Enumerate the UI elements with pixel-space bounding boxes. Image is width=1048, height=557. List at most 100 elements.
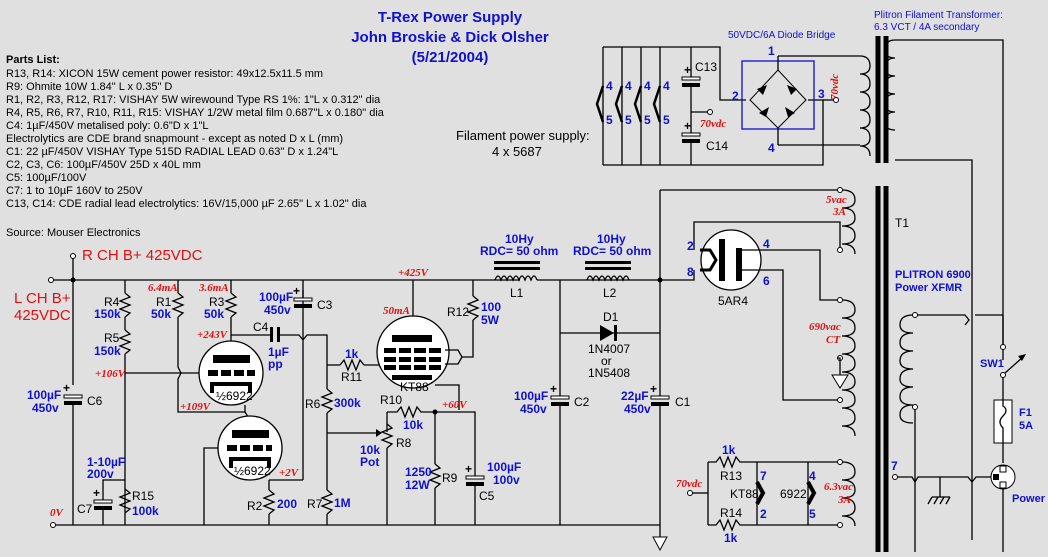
- socket-pin: 5: [625, 113, 632, 127]
- parts-source: Source: Mouser Electronics: [6, 227, 141, 239]
- r11: 1k R11: [327, 347, 384, 384]
- c5-value: 100µF: [487, 460, 521, 474]
- r11-name: R11: [341, 370, 362, 384]
- r14-value: 1k: [724, 531, 738, 545]
- l1-name: L1: [510, 286, 524, 300]
- d1-part-2: or: [601, 354, 612, 368]
- parts-line: C5: 100µF/100V: [6, 172, 87, 184]
- 6922-heater-pin-4: 4: [809, 469, 816, 483]
- 690vac-label: 690vac: [809, 321, 841, 333]
- svg-text:+: +: [550, 382, 557, 396]
- c1-name: C1: [675, 395, 691, 409]
- r15-name: R15: [132, 489, 154, 503]
- 6922-heater-label: 6922: [780, 487, 807, 501]
- r6-name: R6: [305, 397, 321, 411]
- heater-3a-label: 3A: [837, 494, 851, 506]
- r3-value: 50k: [204, 307, 224, 321]
- mains-input: SW1 F1 5A Power 7: [891, 315, 1046, 552]
- heater-70vdc-label: 70vdc: [676, 478, 702, 490]
- choke-l2: L2 10Hy RDC= 50 ohm: [573, 232, 651, 300]
- r9-name: R9: [442, 471, 458, 485]
- filament-label-1: Filament power supply:: [456, 128, 590, 143]
- tube-v4-5ar4: 2 8 4 6 5AR4: [660, 221, 841, 401]
- parts-line: C4: 1µF/450V metalised poly: 0.6"D x 1"L: [6, 120, 208, 132]
- r8-name: R8: [396, 436, 412, 450]
- t1-label-1: PLITRON 6900: [895, 269, 971, 281]
- c14-label: C14: [706, 139, 728, 153]
- parts-list-heading: Parts List:: [6, 54, 60, 66]
- l-ch-label-1: L CH B+: [14, 290, 71, 307]
- c13-plate-neg: [682, 83, 700, 87]
- parts-line: R13, R14: XICON 15W cement power resisto…: [6, 68, 323, 80]
- t1-name: T1: [895, 216, 909, 230]
- choke-l1: L1 10Hy RDC= 50 ohm: [480, 232, 560, 300]
- title-line-3: (5/21/2004): [412, 49, 489, 66]
- voltage-109: +109V: [180, 401, 212, 413]
- filament-label-2: 4 x 5687: [492, 144, 542, 159]
- l1-rdc: RDC= 50 ohm: [480, 244, 558, 258]
- ct-label: CT: [826, 334, 841, 346]
- c2-name: C2: [574, 395, 590, 409]
- sw1-terminal-top: [1000, 344, 1006, 350]
- r4-name: R4: [104, 295, 120, 309]
- r7-name: R7: [307, 497, 323, 511]
- voltage-106: +106V: [95, 368, 127, 380]
- power-transformer-t1: T1 PLITRON 6900 Power XFMR 5vac 3A 690va…: [809, 186, 1003, 552]
- parts-list: Parts List: R13, R14: XICON 15W cement p…: [6, 54, 385, 239]
- c13-plate-pos: [681, 76, 701, 81]
- socket-pin: 5: [606, 113, 613, 127]
- r8-value: 10k: [360, 443, 380, 457]
- c4-name: C4: [253, 320, 269, 334]
- parts-line: C2, C3, C6: 100µF/450V 25D x 40L mm: [6, 159, 201, 171]
- svg-text:+: +: [684, 119, 691, 133]
- kt88-label: KT88: [400, 380, 429, 394]
- l2-rdc: RDC= 50 ohm: [573, 244, 651, 258]
- parts-line: C13, C14: CDE radial lead electrolytics:…: [6, 198, 367, 210]
- socket-pin: 5: [644, 113, 651, 127]
- power-label: Power: [1012, 493, 1046, 505]
- 5ar4-pin-6: 6: [763, 274, 770, 288]
- c4: C4 1µF pp: [253, 320, 328, 371]
- zero-v-terminal[interactable]: [50, 522, 56, 528]
- r6-r7: R6 300k R7 1M: [305, 365, 382, 525]
- r11-value: 1k: [345, 347, 359, 361]
- kt88-heater-pin-7: 7: [760, 469, 767, 483]
- r2-value: 200: [277, 497, 297, 511]
- diode-bridge: [741, 60, 815, 130]
- diode-d1: D1 1N4007 or 1N5408: [560, 310, 660, 380]
- bridge-pin: 1: [768, 44, 775, 58]
- kt88-heater-pin-2: 2: [760, 507, 767, 521]
- d1-name: D1: [603, 310, 619, 324]
- bridge-pin: 4: [768, 141, 775, 155]
- c3-name: C3: [317, 298, 333, 312]
- title-line-2: John Broskie & Dick Olsher: [351, 29, 549, 46]
- r3-current: 3.6mA: [198, 282, 229, 294]
- kt88-current: 50mA: [383, 305, 410, 317]
- r12-name: R12: [447, 305, 469, 319]
- voltage-0v: 0V: [50, 507, 65, 519]
- r10-value: 10k: [403, 418, 423, 432]
- 5ar4-pin-2: 2: [687, 239, 694, 253]
- svg-text:+: +: [650, 382, 657, 396]
- r6-value: 300k: [334, 396, 361, 410]
- ground-symbol: [652, 536, 668, 552]
- l2-value: 10Hy: [597, 232, 626, 246]
- r13-value: 1k: [722, 443, 736, 457]
- c6: + C6 100µF 450v: [27, 381, 103, 525]
- sw1-name: SW1: [980, 358, 1004, 370]
- sw1-lever[interactable]: [1004, 356, 1024, 374]
- voltage-60: +60V: [442, 399, 468, 411]
- voltage-2: +2V: [279, 467, 300, 479]
- l1-value: 10Hy: [505, 232, 534, 246]
- r12-power: 5W: [481, 313, 500, 327]
- c2: + C2 100µF 450v: [514, 382, 590, 525]
- kt88-heater-label: KT88: [730, 487, 759, 501]
- filament-supply-section: Filament power supply: 4 x 5687 4 4 4 4 …: [456, 10, 1004, 540]
- r-ch-terminal[interactable]: [70, 253, 76, 259]
- l-ch-terminal[interactable]: [48, 277, 54, 283]
- svg-text:+: +: [293, 284, 300, 298]
- t1-pin-7: 7: [891, 459, 898, 473]
- socket-pin: 5: [663, 113, 670, 127]
- 3a-label: 3A: [832, 206, 846, 218]
